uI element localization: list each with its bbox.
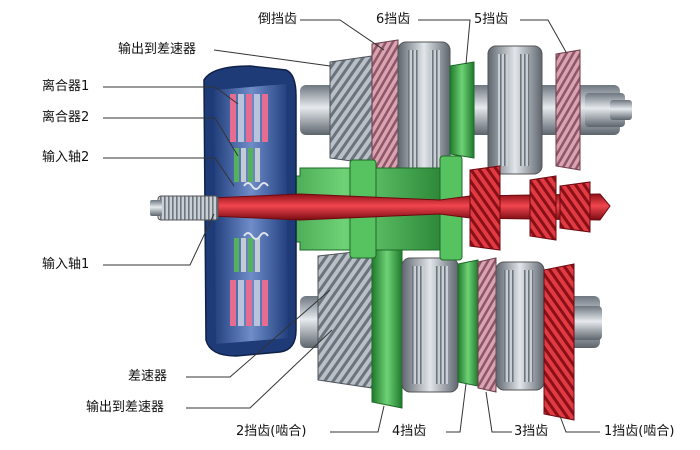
label-gear1: 1挡齿(啮合) bbox=[604, 424, 675, 439]
leader-gear1 bbox=[559, 415, 600, 433]
leader-gear2 bbox=[330, 405, 385, 433]
label-clutch2: 离合器2 bbox=[42, 110, 90, 125]
leader-differential bbox=[186, 289, 331, 378]
input-spline-stub bbox=[150, 195, 219, 221]
lower-synchro-2 bbox=[495, 261, 545, 391]
clutch1-plates bbox=[230, 94, 268, 326]
label-clutch1: 离合器1 bbox=[42, 79, 90, 94]
lower-output-gear bbox=[317, 249, 373, 389]
upper-synchro-2 bbox=[487, 45, 543, 175]
label-output-diff-top: 输出到差速器 bbox=[118, 42, 197, 57]
leader-lines bbox=[103, 19, 600, 433]
leader-input-shaft1 bbox=[103, 213, 215, 266]
gear5-wheel bbox=[555, 49, 581, 171]
leader-gear4 bbox=[446, 383, 467, 433]
leader-output-bottom bbox=[186, 329, 333, 409]
label-input-shaft2: 输入轴2 bbox=[42, 150, 90, 165]
upper-output-gear bbox=[329, 55, 373, 165]
label-output-diff-bottom: 输出到差速器 bbox=[86, 400, 165, 415]
leader-gear5 bbox=[520, 19, 567, 53]
label-gear3: 3挡齿 bbox=[514, 424, 549, 439]
gear6-wheel bbox=[449, 61, 475, 159]
clutch-springs bbox=[243, 182, 269, 240]
leader-clutch2 bbox=[103, 117, 239, 157]
label-reverse-gear: 倒挡齿 bbox=[258, 12, 298, 27]
leader-output-top bbox=[213, 49, 331, 67]
gear4-wheel bbox=[457, 259, 479, 387]
leader-input-shaft2 bbox=[103, 157, 235, 187]
leader-gear6 bbox=[418, 19, 471, 65]
label-input-shaft1: 输入轴1 bbox=[42, 257, 90, 272]
gear3-wheel bbox=[477, 257, 497, 393]
gear1-wheel bbox=[543, 263, 575, 421]
leader-gear3 bbox=[485, 391, 512, 433]
lower-synchro-1 bbox=[401, 257, 459, 393]
clutch2-plates bbox=[234, 148, 260, 272]
input-shaft1-body bbox=[211, 165, 611, 251]
label-gear4: 4挡齿 bbox=[392, 424, 427, 439]
label-gear6: 6挡齿 bbox=[376, 12, 411, 27]
label-gear2: 2挡齿(啮合) bbox=[236, 424, 307, 439]
gear2-wheel bbox=[371, 245, 403, 409]
reverse-gear bbox=[371, 39, 399, 179]
leader-reverse-gear bbox=[300, 19, 385, 51]
leader-clutch1 bbox=[103, 86, 239, 105]
label-differential: 差速器 bbox=[128, 369, 168, 384]
label-gear5: 5挡齿 bbox=[474, 12, 509, 27]
